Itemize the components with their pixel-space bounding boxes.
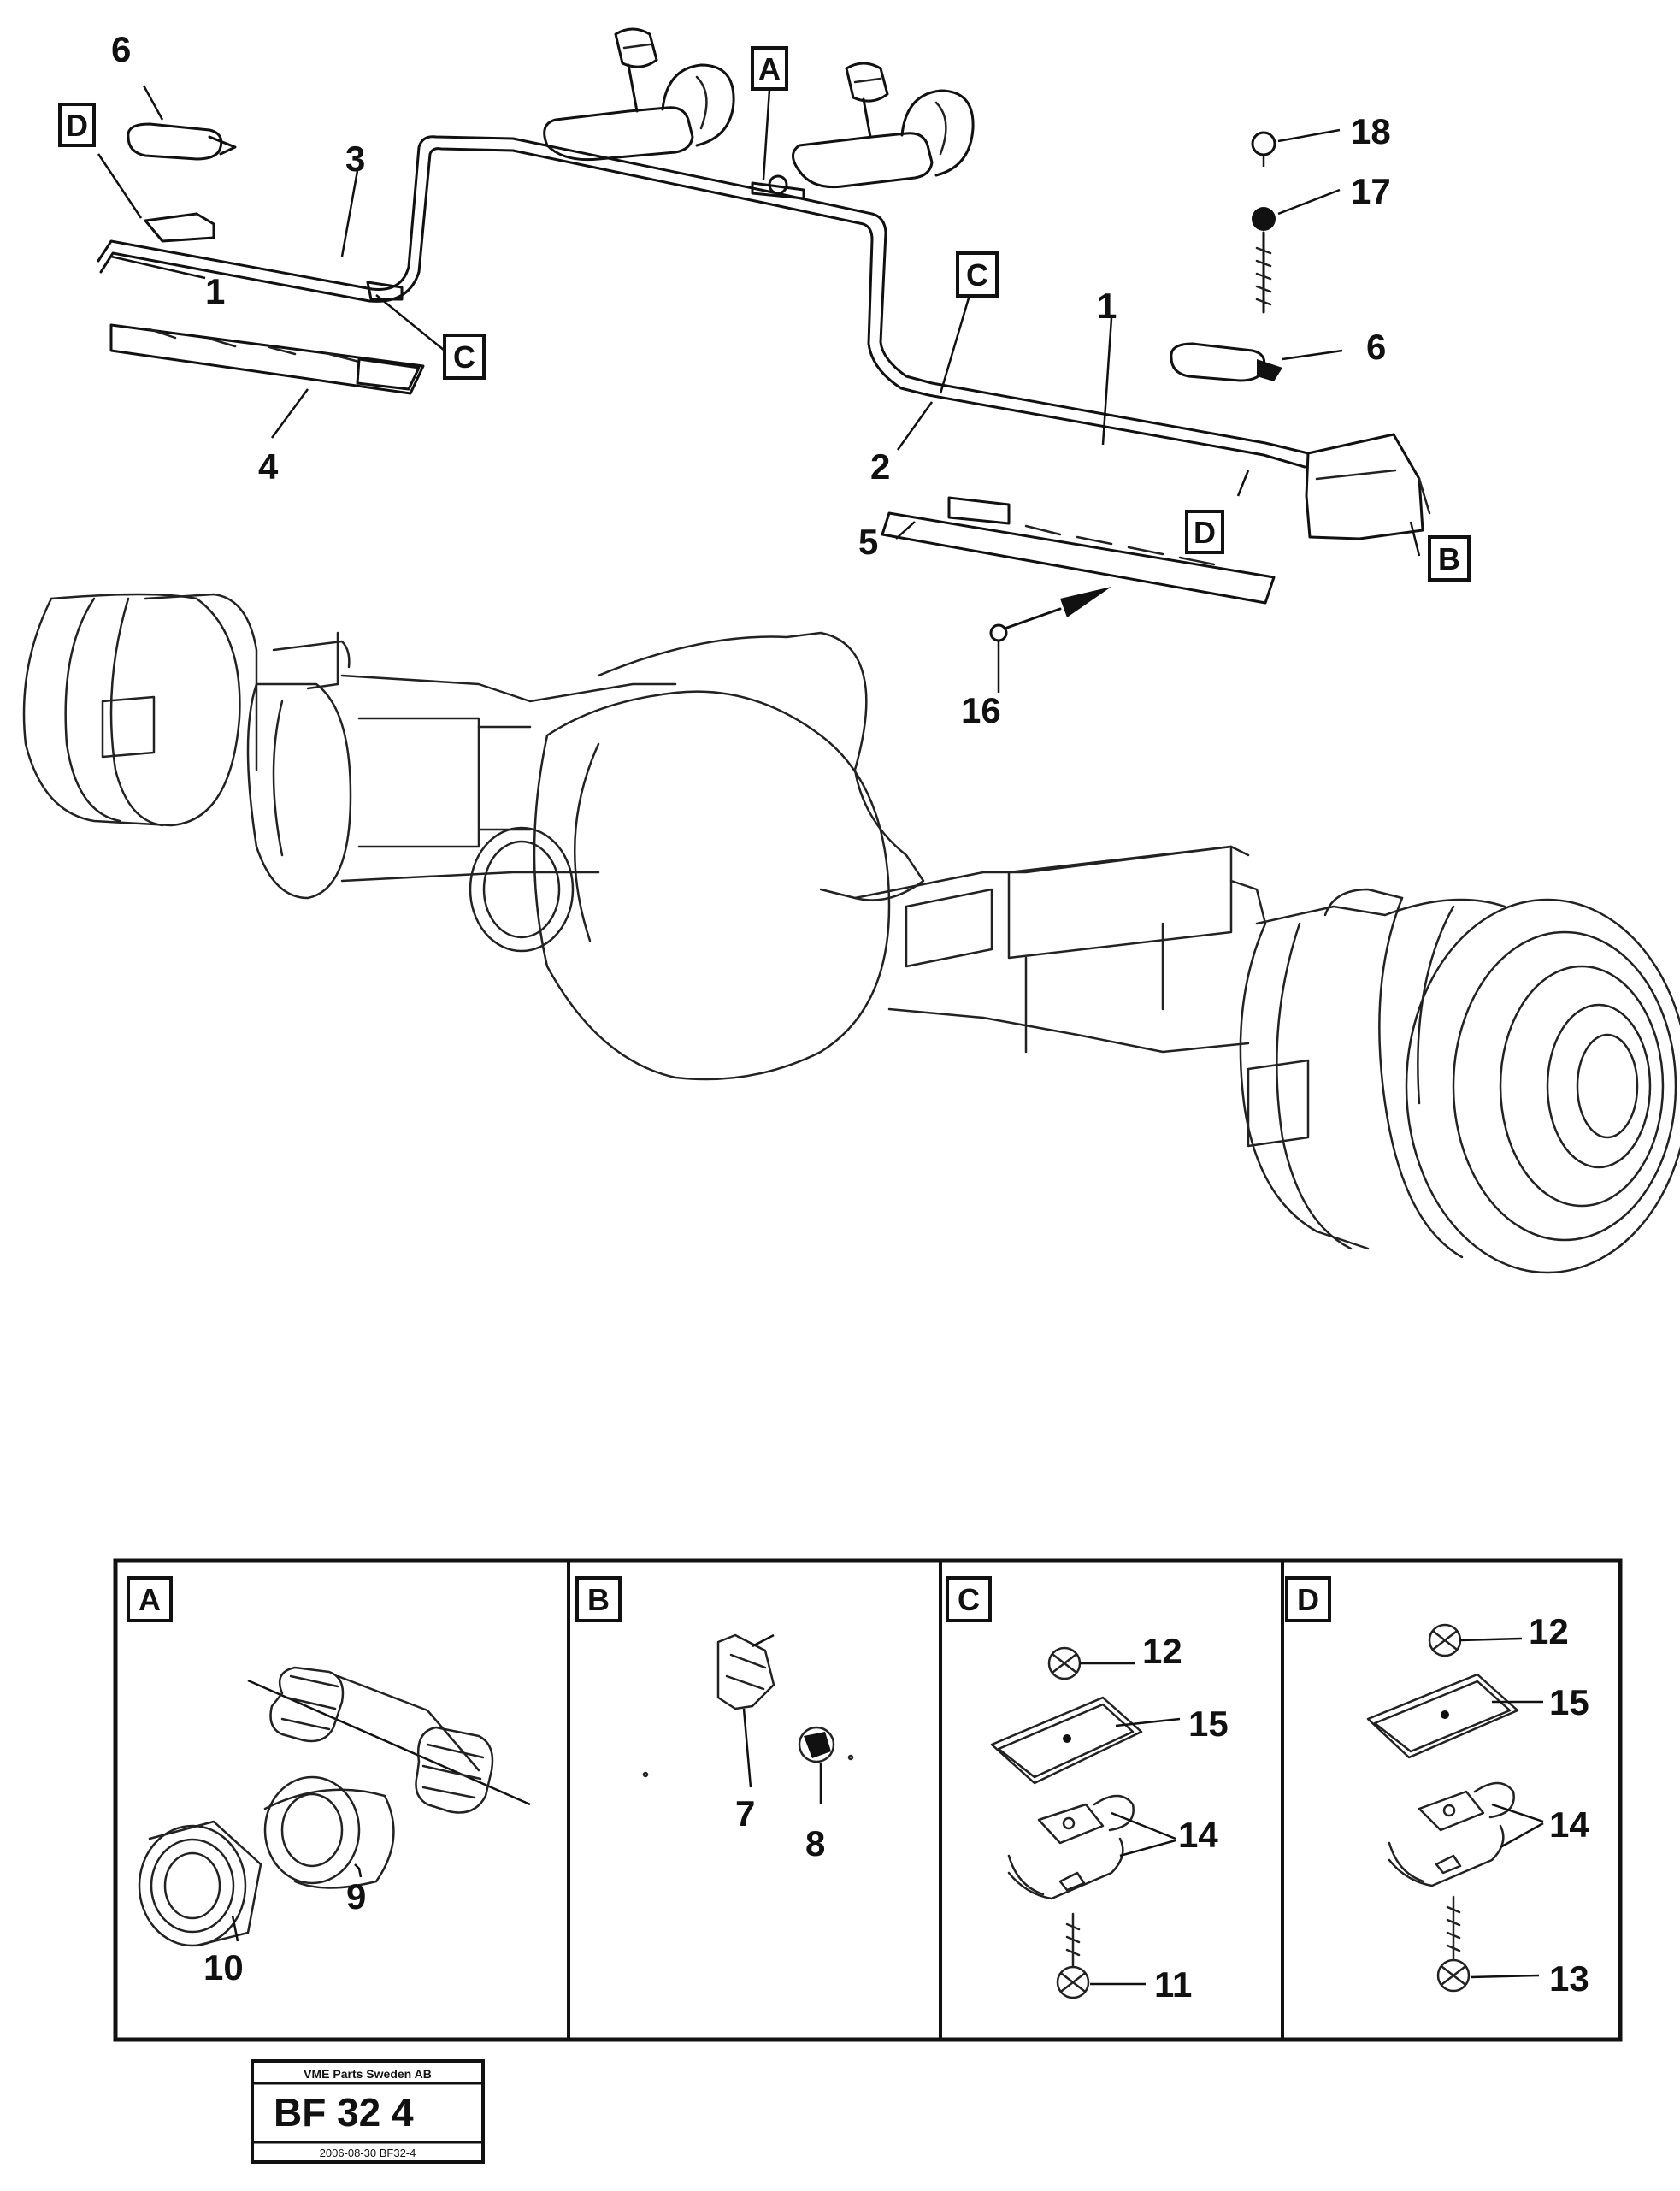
panel-label-a: A: [127, 1576, 173, 1622]
stamp-code: BF 32 4: [274, 2090, 414, 2135]
callout-18: 18: [1351, 111, 1391, 151]
callout-10: 10: [203, 1947, 244, 1987]
clip-plate-5: [881, 496, 1276, 605]
callouts-top: 6 3 1 4 1 2 5 6 18 17 16: [111, 29, 1391, 730]
callout-6-left: 6: [111, 29, 131, 69]
callout-4: 4: [258, 446, 279, 487]
ref-box-b-right: B: [1428, 535, 1471, 582]
callout-15-c: 15: [1188, 1704, 1229, 1744]
callout-9: 9: [346, 1876, 366, 1916]
upper-hose-right: [792, 62, 975, 189]
upper-hose-left: [543, 27, 735, 162]
screw-16: [989, 587, 1111, 642]
callout-3: 3: [345, 139, 365, 179]
panel-c-callouts: 12 15 14 11: [1142, 1631, 1229, 2005]
clamp-6-right: [1170, 342, 1282, 382]
panel-c-clamp-set: [990, 1646, 1181, 1999]
panel-b-callouts: 7 8: [735, 1793, 825, 1863]
svg-text:B: B: [587, 1582, 610, 1617]
ref-box-c-left: C: [443, 334, 486, 380]
svg-text:B: B: [1438, 541, 1460, 576]
ref-box-c-mid: C: [956, 251, 999, 298]
svg-text:D: D: [1194, 515, 1216, 550]
panel-label-b: B: [575, 1576, 622, 1622]
callout-8: 8: [805, 1823, 825, 1863]
panel-b-fitting: [642, 1633, 854, 1804]
callout-6-right: 6: [1366, 327, 1386, 367]
stamp-header: VME Parts Sweden AB: [304, 2067, 432, 2081]
clamp-6-left: [127, 122, 237, 161]
callout-12-c: 12: [1142, 1631, 1182, 1671]
ref-box-d-right: D: [1185, 510, 1224, 554]
panel-label-c: C: [946, 1576, 992, 1622]
ref-box-d-left: D: [58, 103, 96, 147]
callout-12-d: 12: [1529, 1611, 1569, 1651]
clip-plate-4: [109, 323, 425, 395]
callout-16: 16: [961, 690, 1001, 730]
panel-label-d: D: [1285, 1576, 1331, 1622]
stamp-footer: 2006-08-30 BF32-4: [320, 2147, 416, 2159]
svg-text:C: C: [958, 1582, 980, 1617]
panel-d-clamp-set: [1366, 1623, 1544, 1993]
brake-pipe-assembly: [97, 135, 1431, 540]
axle-housing: [22, 593, 1680, 1274]
callout-11: 11: [1154, 1964, 1192, 2005]
svg-text:D: D: [1297, 1582, 1319, 1617]
callout-1-right: 1: [1097, 286, 1117, 326]
panel-a-callouts: 9 10: [203, 1876, 366, 1987]
svg-text:C: C: [966, 257, 988, 292]
svg-text:C: C: [453, 340, 475, 375]
callout-1-left: 1: [205, 271, 225, 311]
callout-2: 2: [870, 446, 890, 487]
callout-13: 13: [1549, 1958, 1589, 1999]
callout-14-c: 14: [1178, 1815, 1218, 1855]
callout-17: 17: [1351, 171, 1391, 211]
callout-15-d: 15: [1549, 1682, 1589, 1722]
drawing-stamp: VME Parts Sweden AB BF 32 4 2006-08-30 B…: [251, 2059, 485, 2164]
callout-7: 7: [735, 1793, 755, 1834]
callout-5: 5: [858, 522, 878, 562]
bolt-stack-17-18: [1251, 131, 1276, 314]
detail-panels: A B C D: [113, 1558, 1623, 2042]
svg-text:A: A: [139, 1582, 161, 1617]
callout-14-d: 14: [1549, 1804, 1589, 1845]
leader-lines: [97, 85, 1421, 693]
ref-box-a-top: A: [751, 46, 788, 91]
panel-d-callouts: 12 15 14 13: [1529, 1611, 1589, 1999]
svg-text:A: A: [758, 51, 781, 86]
panel-a-wheel-cylinder: [138, 1666, 531, 1947]
svg-text:D: D: [66, 108, 88, 143]
